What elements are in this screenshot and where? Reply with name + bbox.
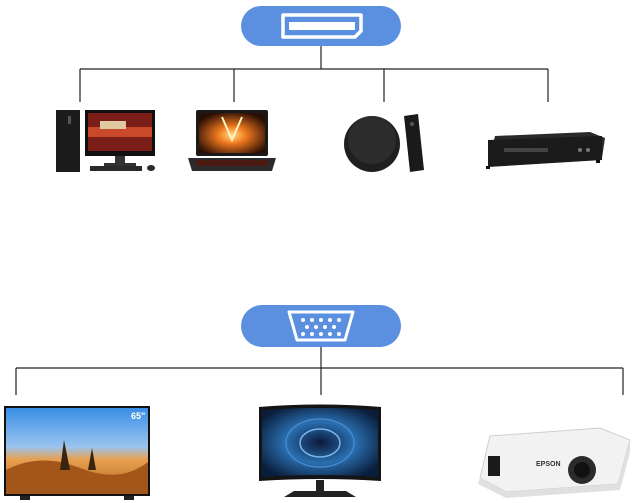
tv-box-icon bbox=[344, 114, 424, 172]
vga-port-pill bbox=[241, 305, 401, 347]
projector-brand-label: EPSON bbox=[536, 461, 561, 468]
bottom-connector-lines bbox=[15, 347, 624, 395]
television-icon: 65" bbox=[4, 406, 150, 500]
bottom-port-group bbox=[241, 305, 401, 347]
projector-icon: EPSON bbox=[478, 427, 631, 498]
monitor-icon bbox=[259, 404, 381, 497]
top-connector-lines bbox=[79, 46, 549, 102]
vga-port-icon bbox=[287, 310, 355, 342]
desktop-pc-icon bbox=[56, 110, 155, 172]
displayport-icon bbox=[281, 13, 363, 39]
laptop-icon bbox=[188, 110, 276, 171]
tv-size-badge: 65" bbox=[131, 411, 145, 421]
dvd-player-icon bbox=[486, 132, 605, 169]
top-port-group bbox=[241, 6, 401, 46]
